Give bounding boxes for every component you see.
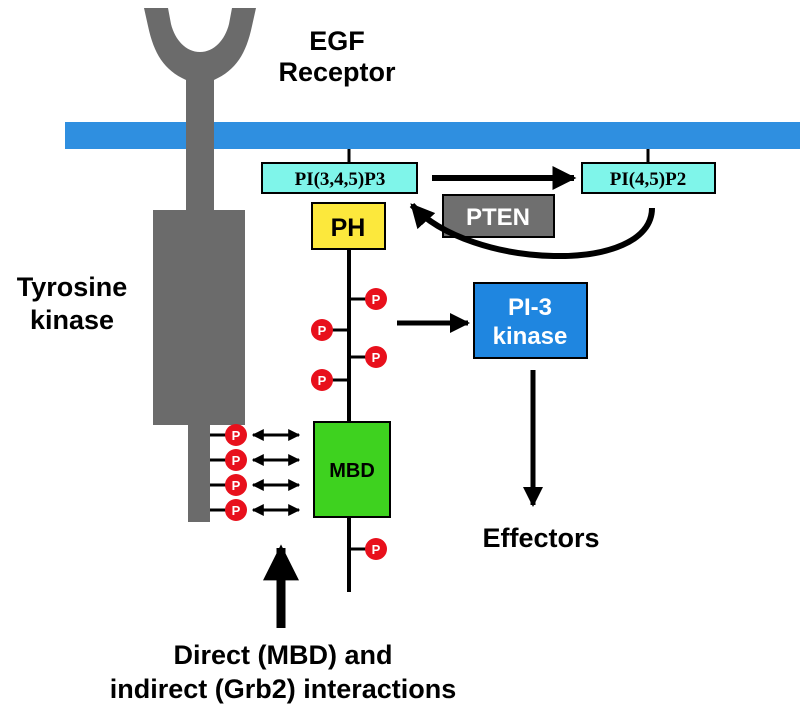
receptor-phospho-site: P [225,499,247,521]
backbone-phosphosite-stubs [332,297,366,551]
svg-text:P: P [318,373,327,388]
svg-text:P: P [232,478,241,493]
effectors-label: Effectors [482,523,599,553]
phospho-site: P [311,319,333,341]
receptor-c-terminal-tail [188,422,210,522]
tyrosine-kinase-label-line1: Tyrosine [17,272,128,302]
phospho-site: P [365,538,387,560]
svg-text:P: P [232,453,241,468]
mbd-box [313,421,391,518]
svg-text:P: P [232,428,241,443]
cell-membrane [65,122,800,149]
receptor-phospho-site: P [225,424,247,446]
svg-text:P: P [372,542,381,557]
svg-text:P: P [372,350,381,365]
receptor-tyrosine-kinase-domain [153,210,245,425]
ph-label: PH [331,214,366,242]
receptor-phosphotyrosine-stubs [210,433,226,512]
ph-domain-box [311,202,386,250]
pip2-label: PI(4,5)P2 [610,169,687,190]
pi3-kinase-label-line2: kinase [493,323,568,350]
receptor-phospho-site: P [225,474,247,496]
phospho-site: P [365,288,387,310]
mbd-label: MBD [329,460,375,482]
svg-text:P: P [372,292,381,307]
receptor-transmembrane-stalk [186,86,214,214]
pi3-kinase-box [473,282,588,359]
tyrosine-kinase-label-line2: kinase [30,305,114,335]
interaction-double-arrows [251,429,301,516]
pi3-kinase-label-line1: PI-3 [508,294,552,321]
egf-label-line2: Receptor [278,57,396,87]
pten-box [442,194,555,238]
receptor-ligand-binding-domain [144,8,256,90]
interactions-caption-line2: indirect (Grb2) interactions [110,674,457,704]
pip2-box [581,162,716,194]
egf-label-line1: EGF [309,26,365,56]
egf-receptor [144,8,256,522]
pten-label: PTEN [466,204,530,231]
svg-text:P: P [232,503,241,518]
phospho-site: P [311,369,333,391]
interactions-caption-line1: Direct (MBD) and [173,640,392,670]
pip3-label: PI(3,4,5)P3 [295,169,386,190]
pip3-box [261,162,418,194]
pten-reverse-arrow [409,202,655,260]
receptor-phospho-site: P [225,449,247,471]
svg-text:P: P [318,323,327,338]
phospho-site: P [365,346,387,368]
